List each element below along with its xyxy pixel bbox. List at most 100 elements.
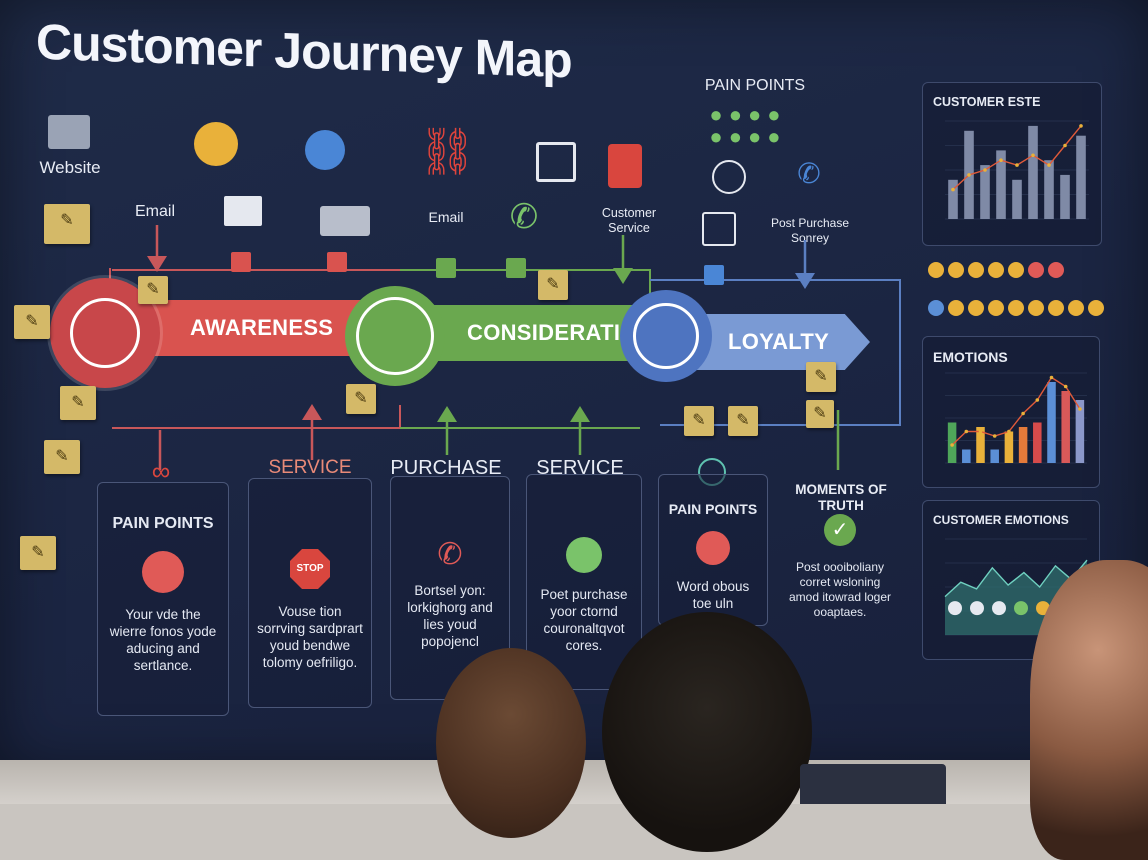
trend-point — [1007, 429, 1011, 434]
emoji-icon — [1008, 300, 1024, 316]
trend-point — [1047, 163, 1051, 167]
laptop-screen — [800, 764, 946, 804]
chart-bar — [948, 179, 958, 219]
sticky-note: ✎ — [44, 440, 80, 474]
service-left-label: SERVICE — [268, 457, 352, 478]
chart-bar — [1018, 427, 1028, 463]
trend-point — [1079, 124, 1083, 128]
moments-of-truth-block: ✓ Post oooiboliany corret wsloning amod … — [786, 514, 894, 620]
consideration-ring — [356, 297, 434, 375]
emoji-rating-row-2 — [926, 300, 1136, 321]
trend-point — [1063, 384, 1068, 389]
pain-points-card: PAIN POINTS Your vde the wierre fonos yo… — [97, 482, 229, 716]
sticky-note: ✎ — [14, 305, 50, 339]
card-body: Poet purchase yoor ctornd couronaltqvot … — [540, 587, 628, 653]
stop-sign-icon: STOP — [290, 549, 330, 589]
emotions-chart — [945, 372, 1087, 464]
journey-map-screen: Customer Journey Map Website Email ⛓ Ema… — [0, 0, 1148, 770]
card-heading: PAIN POINTS — [112, 515, 214, 532]
pain-point-dots-icon: ●●●●●●●● — [709, 102, 787, 149]
loyalty-ring — [633, 303, 699, 369]
trend-point — [978, 429, 983, 434]
consideration-stage-icon — [345, 286, 445, 386]
emoji-icon — [928, 262, 944, 278]
customer-stats-chart — [945, 120, 1089, 220]
sad-face-icon — [142, 551, 184, 593]
journey-connectors — [109, 225, 901, 470]
envelope-icon — [224, 196, 262, 226]
chart-bar — [1033, 422, 1042, 463]
step-marker — [506, 258, 526, 278]
emoji-icon — [1048, 300, 1064, 316]
chart-bar — [1061, 391, 1070, 463]
phone-icon: ✆ — [509, 198, 539, 236]
pain-points-top-label: PAIN POINTS — [704, 77, 806, 94]
sticky-note: ✎ — [60, 386, 96, 420]
sticky-note: ✎ — [684, 406, 714, 436]
chart-bar — [1060, 174, 1070, 219]
chart-bar — [976, 427, 985, 463]
emotion-face-marker — [948, 601, 962, 616]
trend-point — [1063, 143, 1067, 148]
service-card: STOP Vouse tion sorrving sardprart youd … — [248, 478, 372, 708]
chart-bar — [1076, 135, 1086, 219]
trend-point — [950, 443, 954, 447]
emoji-icon — [1088, 300, 1104, 316]
card-body: Vouse tion sorrving sardprart youd bendw… — [257, 604, 363, 670]
loyalty-stage-icon — [620, 290, 712, 382]
panel-title: EMOTIONS — [933, 349, 1008, 365]
trend-point — [964, 429, 969, 434]
card-body: Word obous toe uln — [676, 579, 750, 611]
card-heading: PAIN POINTS — [668, 501, 758, 517]
sticky-note: ✎ — [728, 406, 758, 436]
chart-bar — [1044, 160, 1054, 219]
emoji-icon — [928, 300, 944, 316]
chart-circle-icon — [712, 160, 746, 194]
card-body: Bortsel yon: lorkighorg and lies youd po… — [407, 583, 493, 649]
trend-point — [951, 187, 955, 192]
trend-point — [1049, 375, 1054, 380]
mail-icon — [48, 115, 90, 149]
chart-bar — [1012, 179, 1022, 219]
customer-service-icon — [608, 144, 642, 188]
step-marker — [436, 258, 456, 278]
email-label-left: Email — [134, 203, 175, 220]
step-marker — [327, 252, 347, 272]
trend-point — [1031, 153, 1035, 158]
sticky-note: ✎ — [538, 270, 568, 300]
trend-point — [1021, 411, 1025, 416]
service-right-label: SERVICE — [536, 457, 624, 479]
audience-person — [602, 612, 812, 852]
emoji-rating-row — [926, 262, 1126, 283]
emoji-icon — [1008, 262, 1024, 278]
trend-point — [1015, 163, 1019, 167]
phone-red-icon: ✆ — [437, 538, 463, 571]
checkmark-icon: ✓ — [824, 514, 856, 546]
emoji-icon — [1028, 262, 1044, 278]
chart-bar — [990, 449, 999, 463]
card-body: Your vde the wierre fonos yode aducing a… — [109, 607, 217, 673]
website-label: Website — [39, 158, 101, 177]
emoji-icon — [1048, 262, 1064, 278]
moments-of-truth-label: MOMENTS OF TRUTH — [795, 482, 887, 513]
sticky-note: ✎ — [346, 384, 376, 414]
sad-face-icon — [194, 122, 238, 166]
trend-point — [967, 173, 971, 177]
chart-bar — [962, 449, 971, 463]
customer-emotions-chart — [944, 538, 1088, 636]
stage-loyalty-label: LOYALTY — [728, 329, 830, 354]
stage-awareness-label: AWARENESS — [190, 315, 334, 340]
sticky-note: ✎ — [138, 276, 168, 304]
sticky-note: ✎ — [806, 400, 834, 428]
chart-bar — [980, 165, 990, 219]
sad-face-icon — [696, 531, 730, 565]
customer-service-label: Customer Service — [601, 206, 657, 235]
trend-point — [992, 434, 997, 438]
mail-device-icon — [320, 206, 370, 236]
panel-title: CUSTOMER EMOTIONS — [933, 513, 1069, 527]
chart-bar — [1028, 125, 1038, 219]
card-body: Post oooiboliany corret wsloning amod it… — [788, 560, 892, 619]
trend-line — [951, 376, 1081, 446]
awareness-ring — [70, 298, 140, 368]
emoji-icon — [988, 300, 1004, 316]
